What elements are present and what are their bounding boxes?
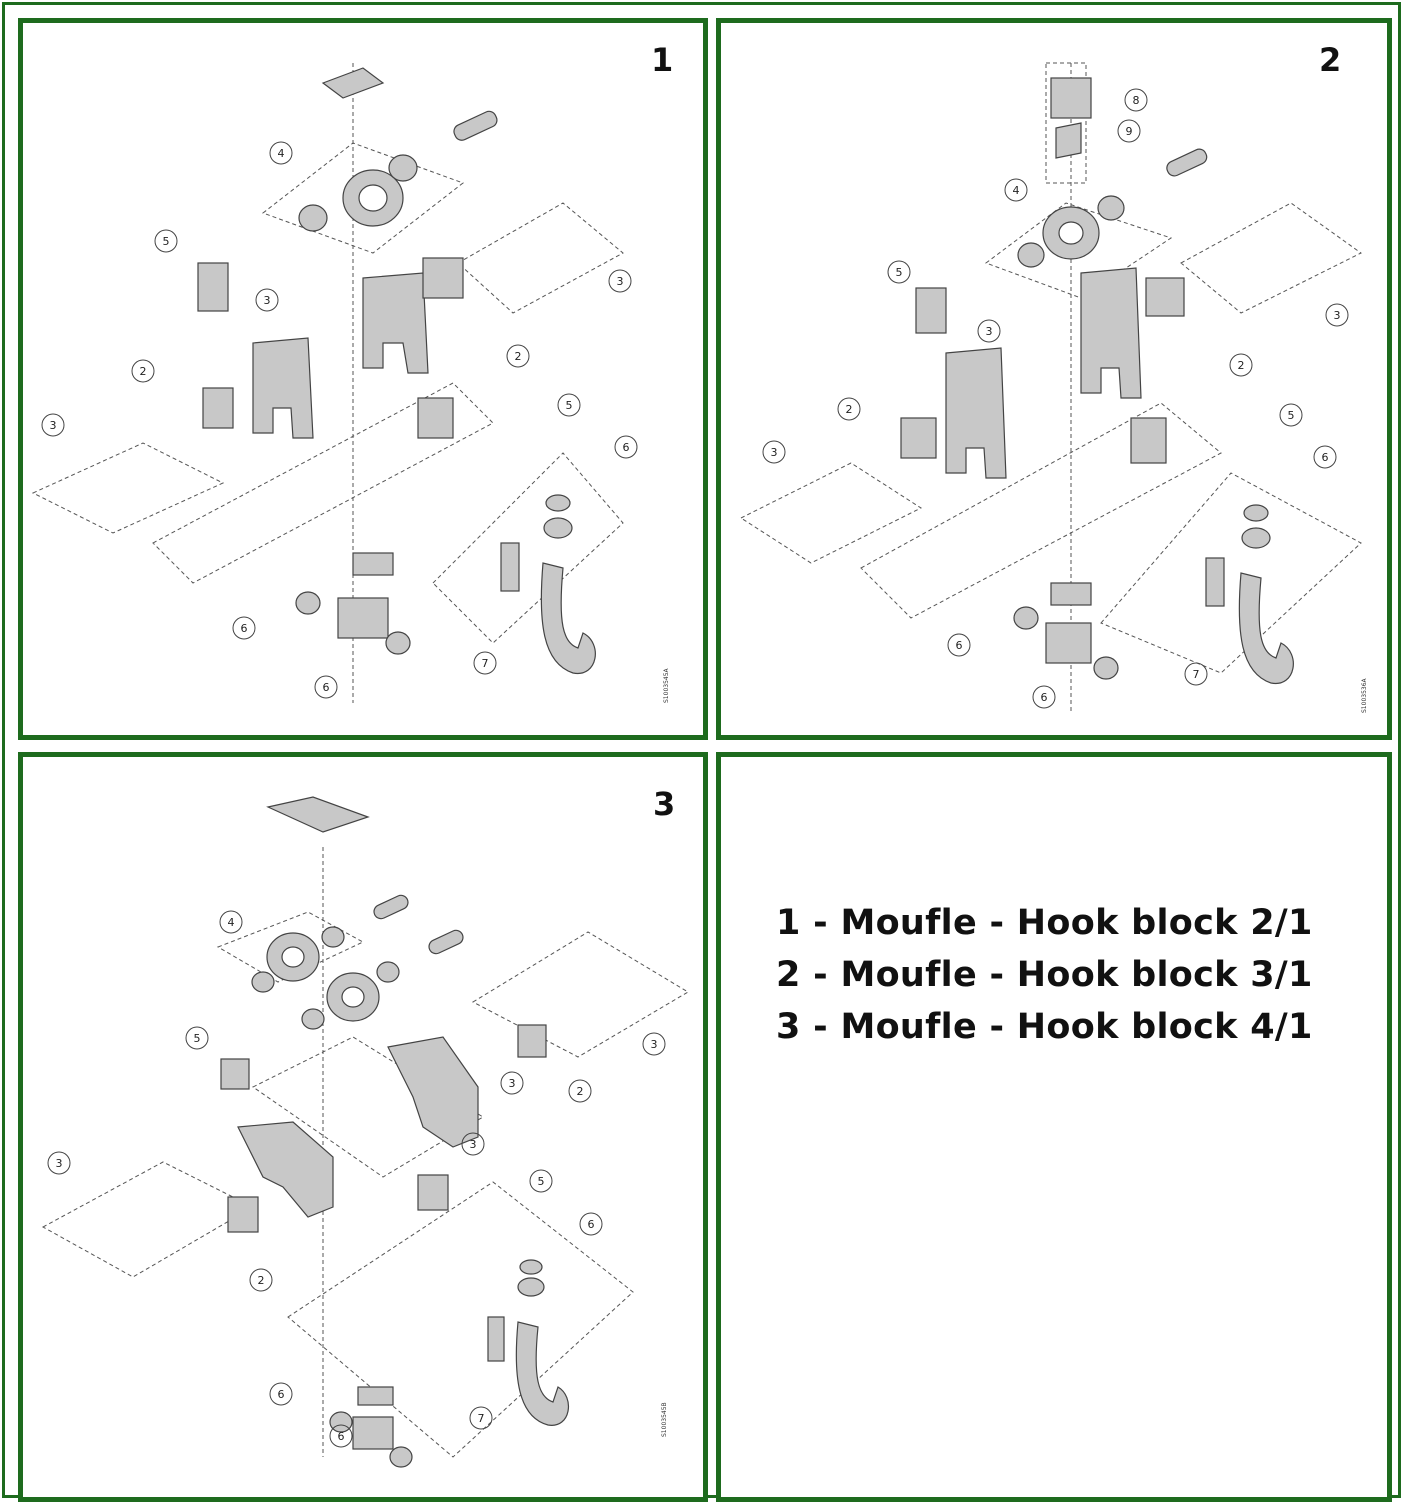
- callout-label: 5: [538, 1175, 545, 1188]
- panel-hook-block-2-1: 4 5 3 2 2 3 3 5 6 6 6 7 1 S1003545A: [18, 18, 708, 740]
- callout-label: 6: [338, 1430, 345, 1443]
- legend-item-3: 3 - Moufle - Hook block 4/1: [776, 1007, 1313, 1047]
- callout-label: 4: [1013, 184, 1020, 197]
- callout-label: 3: [1334, 309, 1341, 322]
- exploded-drawing-1: 4 5 3 2 2 3 3 5 6 6 6 7: [31, 63, 638, 703]
- callout-label: 3: [509, 1077, 516, 1090]
- callout-label: 6: [623, 441, 630, 454]
- callout-label: 3: [264, 294, 271, 307]
- callout-label: 5: [896, 266, 903, 279]
- callout-label: 2: [140, 365, 147, 378]
- callout-label: 9: [1126, 125, 1133, 138]
- callout-label: 2: [577, 1085, 584, 1098]
- callout-label: 6: [278, 1388, 285, 1401]
- callout-label: 3: [50, 419, 57, 432]
- callout-label: 7: [482, 657, 489, 670]
- panel-number: 1: [651, 41, 674, 79]
- callout-label: 5: [194, 1032, 201, 1045]
- drawing-code: S1003545B: [661, 1402, 668, 1437]
- callout-label: 2: [846, 403, 853, 416]
- callout-label: 3: [617, 275, 624, 288]
- callout-label: 3: [771, 446, 778, 459]
- callout-label: 7: [1193, 668, 1200, 681]
- callout-label: 5: [566, 399, 573, 412]
- callout-label: 6: [1041, 691, 1048, 704]
- callout-label: 2: [515, 350, 522, 363]
- callout-label: 2: [258, 1274, 265, 1287]
- callout-label: 6: [588, 1218, 595, 1231]
- callout-label: 8: [1133, 94, 1140, 107]
- callout-label: 4: [278, 147, 285, 160]
- callout-label: 5: [163, 235, 170, 248]
- drawing-code: S1003545A: [663, 668, 670, 703]
- legend-item-2: 2 - Moufle - Hook block 3/1: [776, 955, 1313, 995]
- drawing-code: S1003536A: [1361, 678, 1368, 713]
- exploded-drawing-2: 8 9 4 5 3 3 2 2 3 5 6 6 6 7: [739, 62, 1362, 713]
- callout-label: 3: [651, 1038, 658, 1051]
- callout-label: 5: [1288, 409, 1295, 422]
- callout-label: 6: [323, 681, 330, 694]
- callout-label: 3: [56, 1157, 63, 1170]
- exploded-drawing-3: 4 5 3 3 3 3 2 2 5 6 6 6 7: [41, 796, 689, 1468]
- callout-label: 6: [1322, 451, 1329, 464]
- panel-number: 3: [653, 785, 676, 823]
- legend: 1 - Moufle - Hook block 2/1 2 - Moufle -…: [776, 897, 1313, 1053]
- callout-label: 6: [956, 639, 963, 652]
- callout-label: 7: [478, 1412, 485, 1425]
- callout-label: 3: [470, 1138, 477, 1151]
- callout-label: 6: [241, 622, 248, 635]
- callout-label: 3: [986, 325, 993, 338]
- panel-hook-block-4-1: 4 5 3 3 3 3 2 2 5 6 6 6 7 3 S1003545B: [18, 752, 708, 1502]
- callout-label: 4: [228, 916, 235, 929]
- panel-number: 2: [1319, 41, 1342, 79]
- callout-label: 2: [1238, 359, 1245, 372]
- legend-panel: 1 - Moufle - Hook block 2/1 2 - Moufle -…: [716, 752, 1392, 1502]
- panel-hook-block-3-1: 8 9 4 5 3 3 2 2 3 5 6 6 6 7 2 S1003536A: [716, 18, 1392, 740]
- legend-item-1: 1 - Moufle - Hook block 2/1: [776, 903, 1313, 943]
